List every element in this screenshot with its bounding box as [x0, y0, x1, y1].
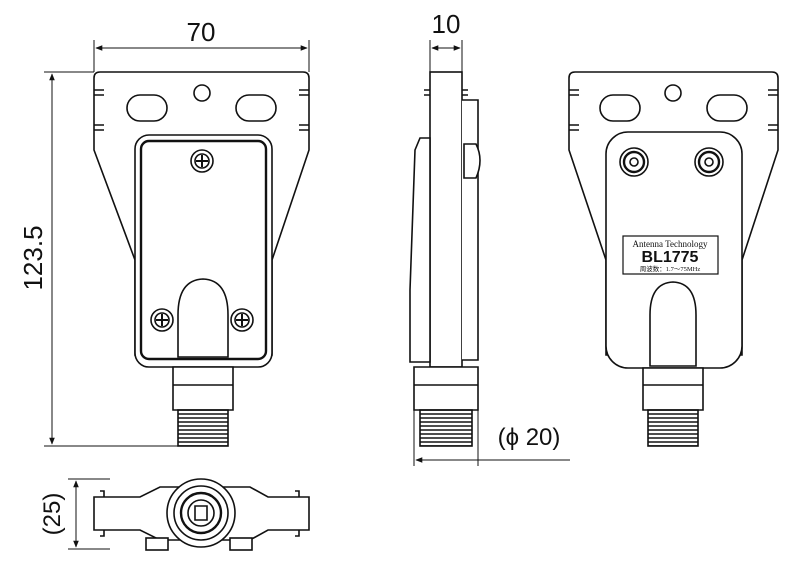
- rear-hanging-hole: [664, 84, 682, 102]
- front-view: [93, 71, 310, 447]
- dim-width-label: 70: [187, 17, 216, 47]
- screw-left: [150, 308, 174, 332]
- label-spec: 周波数：1.7〜75MHz: [640, 264, 701, 273]
- rear-connector-hex: [642, 367, 704, 411]
- dim-height-label: 123.5: [18, 225, 48, 290]
- dimension-lines: [44, 40, 570, 550]
- front-cover-inner: [139, 139, 268, 361]
- side-plate: [429, 71, 463, 368]
- rear-cable-boss: [649, 281, 697, 367]
- bottom-view: [93, 478, 310, 551]
- front-cable-boss: [177, 278, 229, 358]
- screw-right: [230, 308, 254, 332]
- screw-top: [190, 149, 214, 173]
- rear-jack-left: [619, 147, 649, 177]
- rear-slot-left: [599, 94, 641, 122]
- rear-slot-right: [706, 94, 748, 122]
- side-connector-thread: [419, 409, 473, 447]
- side-connector-hex: [413, 366, 479, 411]
- rear-jack-right: [694, 147, 724, 177]
- bottom-tab-left: [145, 537, 169, 551]
- dim-depth-label: (25): [39, 493, 66, 536]
- side-view: [409, 71, 481, 447]
- side-cover: [409, 137, 431, 363]
- label-brand: Antenna Technology: [633, 239, 708, 249]
- rear-view: [568, 71, 779, 447]
- bottom-tab-right: [229, 537, 253, 551]
- product-label: [622, 235, 719, 275]
- front-connector-hex: [172, 366, 234, 411]
- bottom-connector-center: [194, 505, 208, 521]
- hanging-hole: [193, 84, 211, 102]
- dim-diameter-label: (ϕ 20): [498, 424, 561, 451]
- slot-right: [235, 94, 277, 122]
- side-body: [462, 99, 479, 361]
- rear-connector-thread: [647, 409, 699, 447]
- front-connector-thread: [177, 409, 229, 447]
- side-button: [463, 143, 481, 179]
- dim-thickness-label: 10: [432, 9, 461, 39]
- label-model: BL1775: [642, 249, 699, 266]
- slot-left: [126, 94, 168, 122]
